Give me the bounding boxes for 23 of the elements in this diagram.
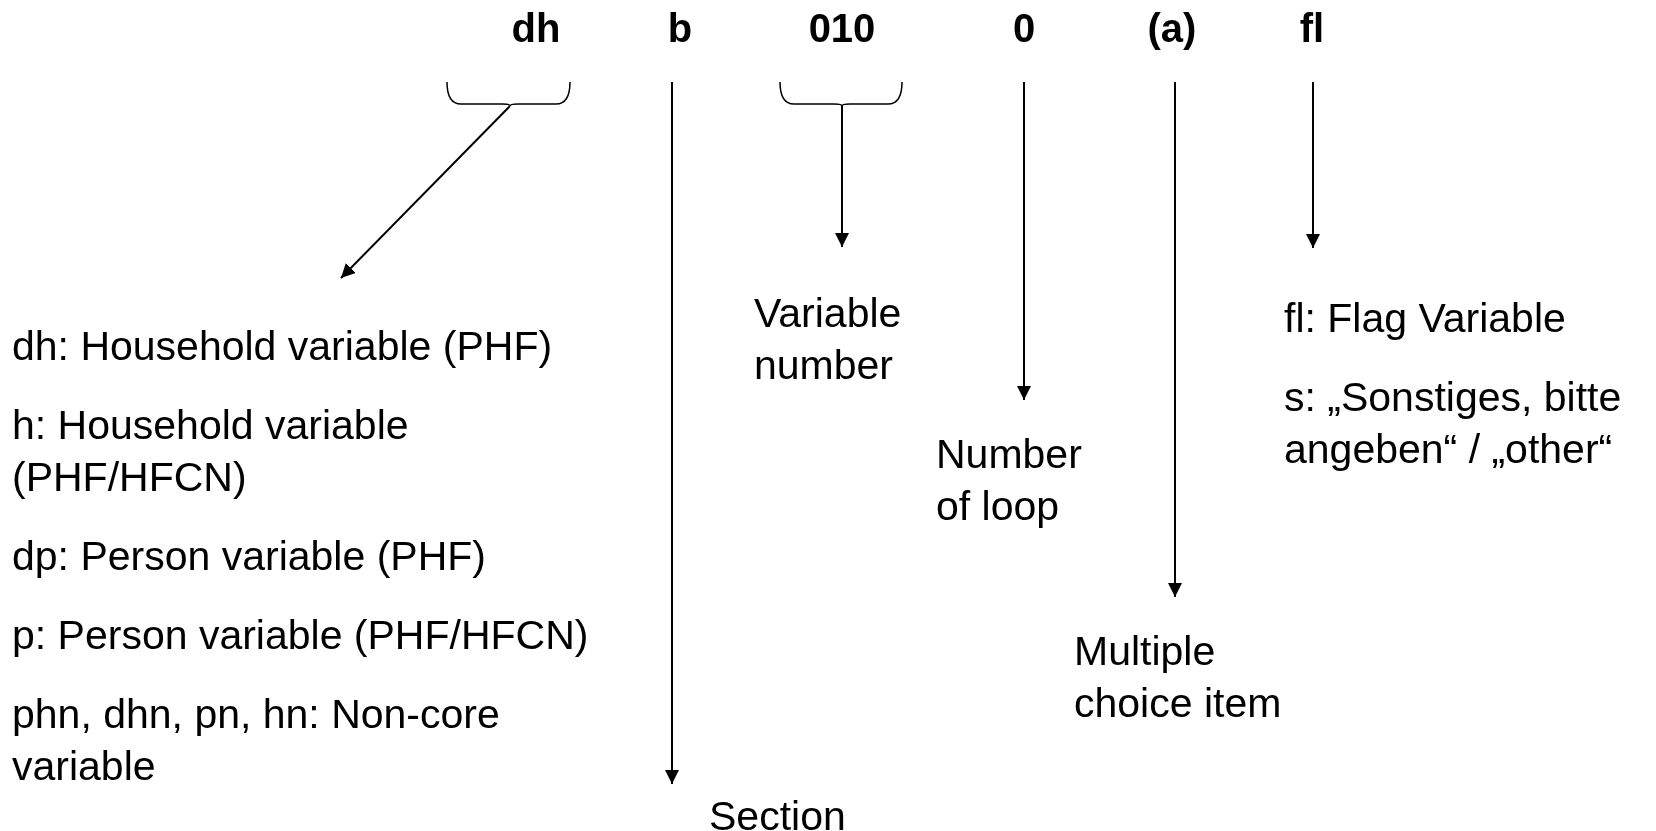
arrow [1168,81,1182,598]
description-text: Section [709,790,859,831]
description-text: Variable number [754,287,934,391]
code-segment-label: fl [1292,4,1332,52]
description-text: dp: Person variable (PHF) [12,532,487,581]
arrow [835,105,849,248]
arrow [1306,81,1320,249]
code-segment-label: 0 [1004,4,1044,52]
arrow [1017,81,1031,401]
description-text: Number of loop [936,428,1106,532]
description-text: s: „Sonstiges, bitte angeben“ / „other“ [1284,373,1623,474]
description-text: Multiple choice item [1074,625,1314,729]
code-segment-label: (a) [1136,4,1208,52]
description-text: phn, dhn, pn, hn: Non-core variable [12,690,501,791]
code-segment-label: 010 [800,4,884,52]
arrow [665,81,679,785]
description-text: fl: Flag Variable [1284,294,1567,343]
code-segment-label: b [660,4,700,52]
code-segment-label: dh [506,4,566,52]
arrow [340,105,511,279]
description-text: dh: Household variable (PHF) [12,322,554,371]
description-text: h: Household variable (PHF/HFCN) [12,401,410,502]
description-text: p: Person variable (PHF/HFCN) [12,611,590,660]
